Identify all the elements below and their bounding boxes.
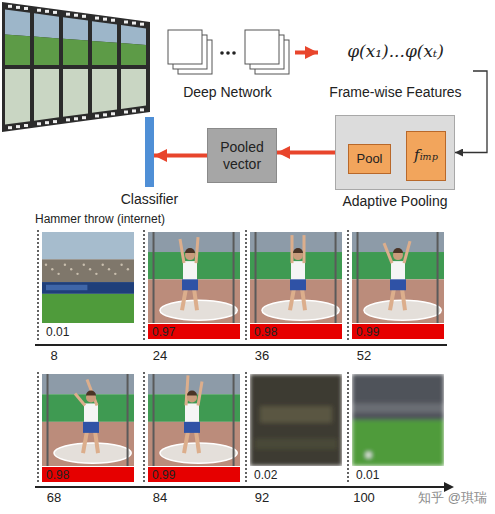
frame-value: 36 bbox=[255, 349, 269, 364]
frame-value: 52 bbox=[357, 349, 371, 364]
video-frame bbox=[250, 232, 342, 323]
frame-value: 0.02 bbox=[254, 469, 277, 483]
frame-value: 0.01 bbox=[46, 326, 69, 340]
video-frame bbox=[352, 232, 444, 323]
time-axis bbox=[35, 486, 446, 488]
video-frames bbox=[35, 230, 454, 492]
video-frame bbox=[42, 232, 134, 323]
node-label: Classifier bbox=[121, 191, 179, 207]
video-frame bbox=[148, 232, 240, 323]
score-bar bbox=[42, 467, 134, 482]
frame-value: 92 bbox=[255, 491, 269, 506]
pooled-vector-box: Pooled vector bbox=[207, 128, 277, 183]
importance-box: fᵢₘₚ bbox=[406, 131, 446, 181]
video-frame bbox=[250, 374, 342, 466]
frame-value: 0.99 bbox=[152, 469, 175, 483]
video-frame bbox=[352, 374, 444, 466]
video-frame bbox=[148, 374, 240, 466]
frame-value: 24 bbox=[153, 349, 167, 364]
connector-arrow bbox=[455, 71, 487, 153]
node-label: Deep Network bbox=[183, 84, 272, 100]
node-label: Adaptive Pooling bbox=[342, 193, 447, 209]
frame-divider bbox=[143, 372, 144, 483]
frame-value: 100 bbox=[353, 491, 375, 506]
frame-value: 8 bbox=[50, 349, 57, 364]
node-label: Pool bbox=[356, 152, 382, 167]
frame-divider bbox=[245, 372, 246, 483]
score-bar bbox=[148, 324, 240, 339]
frame-value: 0.98 bbox=[46, 469, 69, 483]
pooling-panel: Adaptive PoolingPoolfᵢₘₚ bbox=[335, 115, 455, 190]
frame-value: 84 bbox=[153, 491, 167, 506]
node-label: fᵢₘₚ bbox=[414, 147, 438, 164]
film-strip bbox=[2, 2, 150, 132]
section-title: Hammer throw (internet) bbox=[35, 213, 165, 227]
frame-divider bbox=[347, 230, 348, 340]
frame-divider bbox=[347, 372, 348, 483]
pool-box: Pool bbox=[348, 144, 391, 174]
frame-divider bbox=[143, 230, 144, 340]
frame-value: 68 bbox=[47, 491, 61, 506]
feature-group: φ(x₁)...φ(xₜ) Frame-wise Features bbox=[318, 40, 473, 102]
node-label: Pooled vector bbox=[211, 139, 273, 171]
score-bar bbox=[148, 467, 240, 482]
flow-arrow bbox=[277, 151, 335, 155]
network-block: Deep Network bbox=[160, 25, 295, 80]
frame-divider bbox=[37, 372, 38, 483]
flow-arrow bbox=[154, 154, 207, 158]
network-layers bbox=[168, 30, 289, 74]
score-bar bbox=[250, 324, 342, 339]
video-frame bbox=[42, 374, 134, 466]
score-bar bbox=[352, 324, 444, 339]
frame-value: 0.01 bbox=[356, 469, 379, 483]
frame-value: 0.98 bbox=[254, 326, 277, 340]
frame-divider bbox=[245, 230, 246, 340]
node-label: φ(x₁)...φ(xₜ) bbox=[347, 42, 444, 62]
time-axis bbox=[35, 344, 447, 346]
classifier-bar: Classifier bbox=[145, 117, 154, 187]
watermark: 知乎 @琪瑞 bbox=[418, 491, 487, 506]
frame-divider bbox=[37, 230, 38, 340]
flow-arrow bbox=[295, 51, 318, 55]
node-label: Frame-wise Features bbox=[329, 84, 461, 100]
frame-value: 0.97 bbox=[152, 326, 175, 340]
frame-value: 0.99 bbox=[356, 326, 379, 340]
